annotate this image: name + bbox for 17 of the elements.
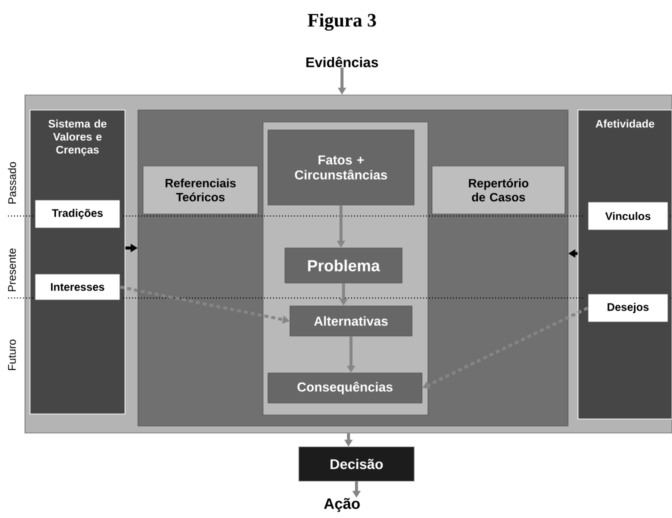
- value-box: Tradições: [34, 200, 120, 228]
- time-label: Passado: [8, 162, 16, 204]
- reference-box: Referenciais Teóricos: [142, 166, 258, 214]
- heading-text: Ação: [324, 498, 360, 512]
- time-label: Presente: [8, 248, 16, 292]
- process-box: Alternativas: [290, 306, 412, 336]
- figure-title: Figura 3: [308, 13, 376, 31]
- value-box: Interesses: [34, 274, 120, 300]
- decision-box: Decisão: [298, 446, 414, 482]
- process-box: Consequências: [268, 372, 422, 404]
- reference-box: Repertório de Casos: [432, 166, 566, 214]
- value-box: Desejos: [588, 294, 668, 322]
- process-box: Fatos + Circunstâncias: [268, 130, 414, 206]
- value-box: Vinculos: [588, 202, 668, 230]
- process-box: Problema: [284, 248, 402, 284]
- time-label: Futuro: [8, 340, 16, 370]
- heading-text: Evidências: [306, 56, 378, 68]
